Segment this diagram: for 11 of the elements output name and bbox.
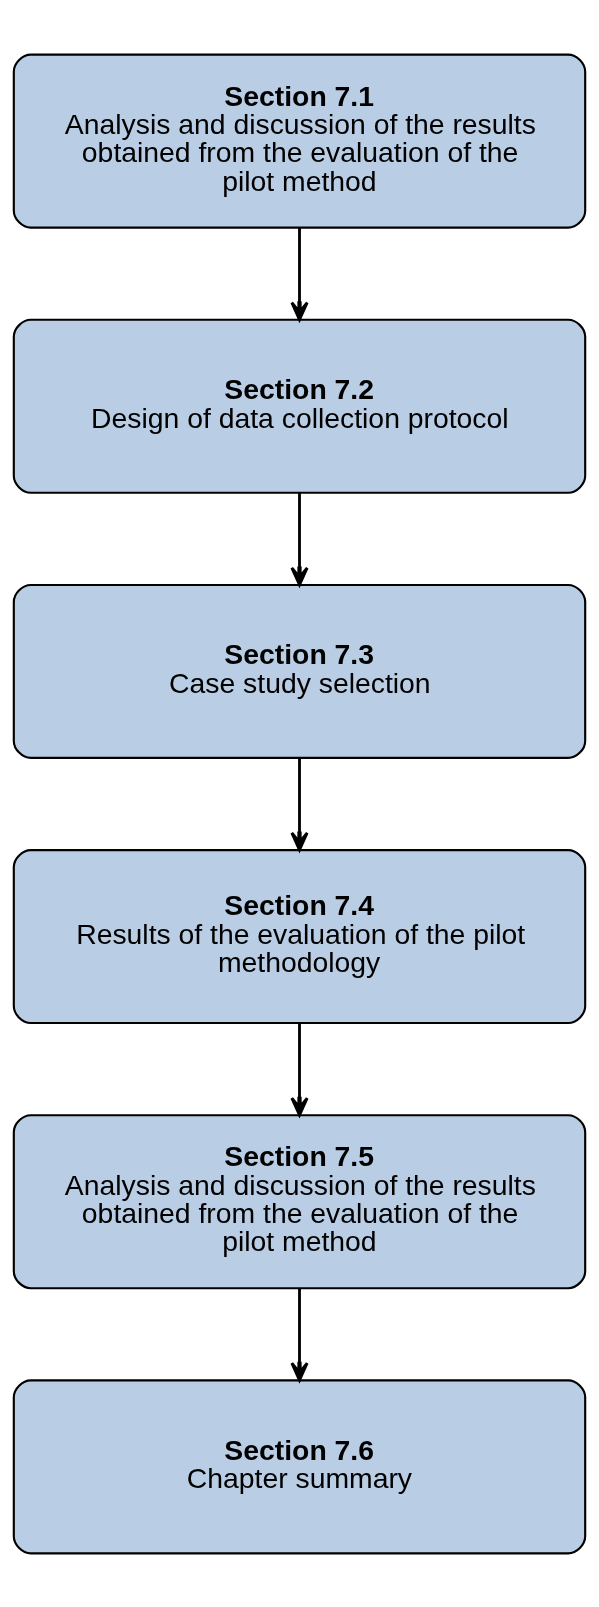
arrow [290,1022,309,1116]
node-box: Section 7.5 Analysis and discussion of the results obtained from the evaluation of the pilot method [12,1113,587,1289]
node-box: Section 7.6 Chapter summary [12,1378,587,1554]
arrow [290,757,309,851]
node-box: Section 7.2 Design of data collection protocol [12,318,587,494]
node-box: Section 7.3 Case study selection [12,583,587,759]
node-box: Section 7.1 Analysis and discussion of the results obtained from the evaluation of the pilot method [12,53,587,229]
arrow [290,227,309,321]
arrow [290,1287,309,1382]
arrow [290,492,309,586]
node-box: Section 7.4 Results of the evaluation of the pilot methodology [12,848,587,1024]
